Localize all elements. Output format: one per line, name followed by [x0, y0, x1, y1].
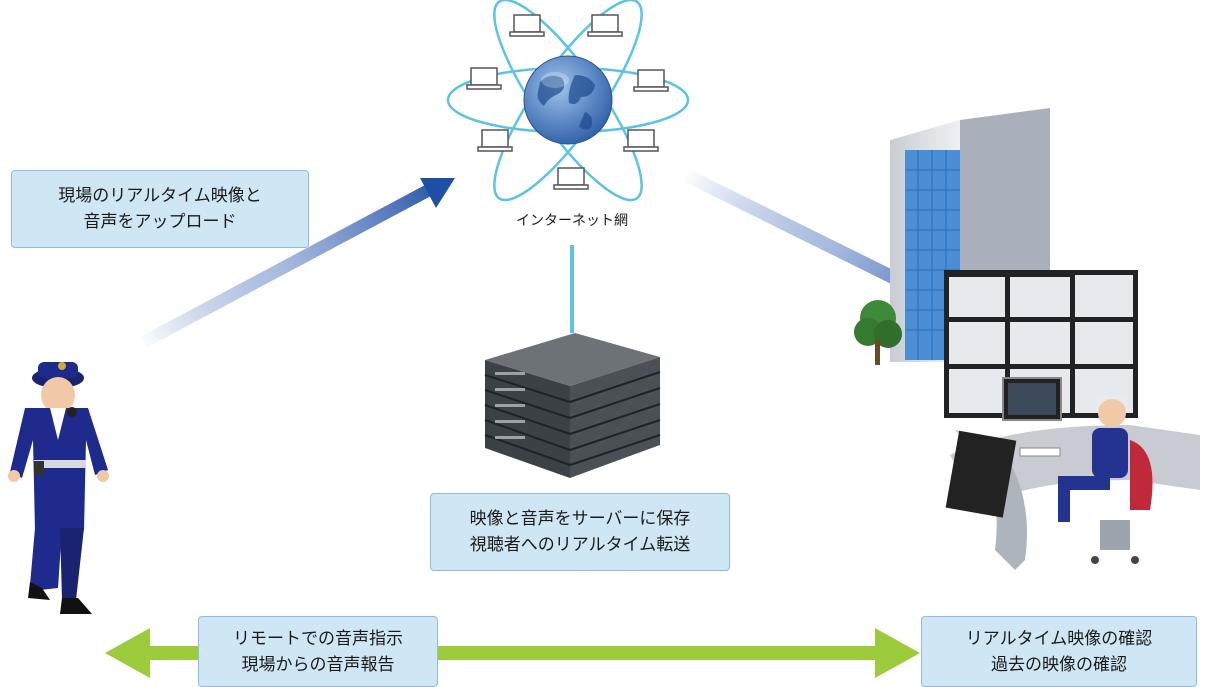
security-guard-figure [8, 362, 109, 614]
server-line-2: 視聴者へのリアルタイム転送 [469, 535, 691, 555]
voice-description-box: リモートでの音声指示 現場からの音声報告 [198, 616, 438, 687]
server-line-1: 映像と音声をサーバーに保存 [469, 509, 691, 529]
server-description-box: 映像と音声をサーバーに保存 視聴者へのリアルタイム転送 [430, 493, 730, 571]
laptop-icons [466, 14, 669, 190]
office-building-icon [854, 108, 1050, 365]
upload-description-box: 現場のリアルタイム映像と 音声をアップロード [11, 170, 309, 248]
upload-line-1: 現場のリアルタイム映像と [58, 186, 262, 206]
confirm-line-1: リアルタイム映像の確認 [965, 628, 1153, 649]
upload-line-2: 音声をアップロード [83, 212, 237, 232]
voice-line-2: 現場からの音声報告 [241, 654, 395, 675]
confirm-description-box: リアルタイム映像の確認 過去の映像の確認 [921, 616, 1197, 687]
confirm-line-2: 過去の映像の確認 [991, 654, 1127, 675]
voice-line-1: リモートでの音声指示 [233, 628, 403, 649]
server-rack-icon [484, 333, 661, 478]
internet-globe-icon [446, 0, 690, 202]
internet-network-label: インターネット網 [516, 213, 628, 229]
monitoring-room-icon [944, 270, 1200, 570]
upload-arrow [140, 178, 455, 348]
